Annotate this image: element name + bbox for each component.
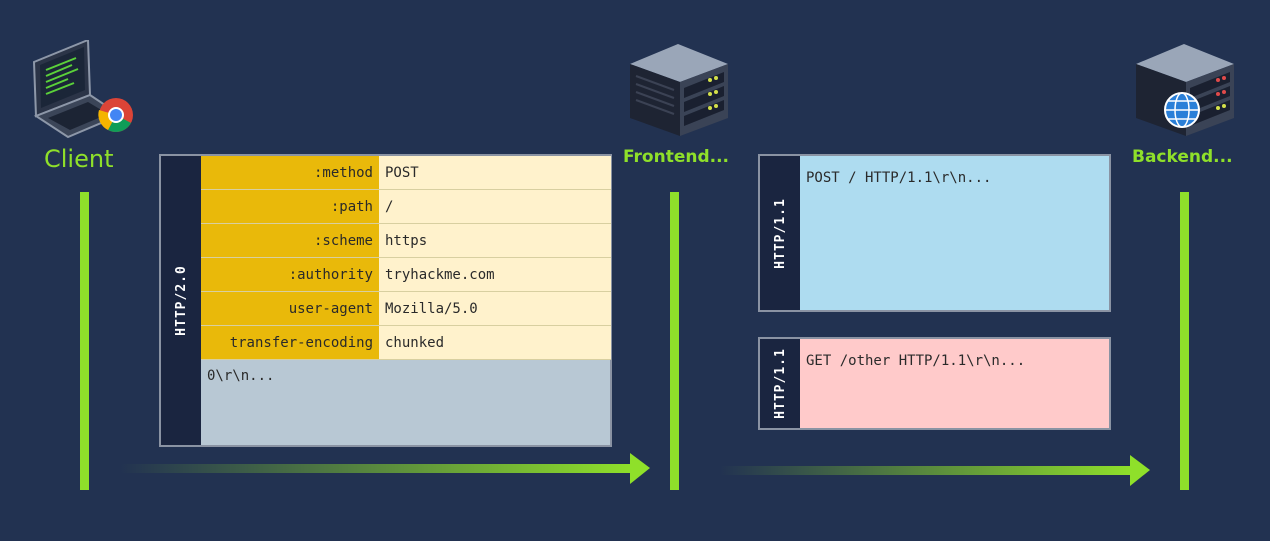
header-key: :path — [201, 189, 379, 224]
laptop-browser-icon — [28, 38, 138, 140]
backend-label: Backend... — [1132, 147, 1233, 167]
client-to-frontend-arrow — [120, 453, 650, 484]
http11-protocol-label-2: HTTP/1.1 — [772, 348, 788, 419]
header-key: :scheme — [201, 223, 379, 258]
http11-protocol-tab-1: HTTP/1.1 — [760, 156, 800, 310]
header-key: :method — [201, 156, 379, 190]
http2-body-text: 0\r\n... — [207, 368, 275, 384]
header-value: / — [379, 189, 611, 224]
frontend-lifeline — [670, 192, 679, 490]
header-row: :path/ — [201, 189, 611, 224]
http11-protocol-label-1: HTTP/1.1 — [772, 197, 788, 269]
frontend-server-icon — [628, 42, 730, 138]
http2-protocol-label: HTTP/2.0 — [173, 265, 189, 336]
backend-lifeline — [1180, 192, 1189, 490]
header-key: :authority — [201, 257, 379, 292]
frontend-label: Frontend... — [623, 147, 729, 167]
http2-protocol-tab: HTTP/2.0 — [161, 156, 201, 445]
backend-server-globe-icon — [1134, 42, 1236, 138]
header-value: tryhackme.com — [379, 257, 611, 292]
header-value: Mozilla/5.0 — [379, 291, 611, 326]
request2-text: GET /other HTTP/1.1\r\n... — [806, 353, 1026, 369]
header-value: POST — [379, 156, 611, 190]
header-value: chunked — [379, 325, 611, 360]
client-label: Client — [44, 145, 114, 173]
header-value: https — [379, 223, 611, 258]
frontend-to-backend-arrow — [720, 455, 1150, 486]
header-key: transfer-encoding — [201, 325, 379, 360]
request1-text: POST / HTTP/1.1\r\n... — [806, 170, 992, 186]
http11-request-box-2: HTTP/1.1 GET /other HTTP/1.1\r\n... — [758, 337, 1111, 430]
header-key: user-agent — [201, 291, 379, 326]
client-lifeline — [80, 192, 89, 490]
http11-request-box-1: HTTP/1.1 POST / HTTP/1.1\r\n... — [758, 154, 1111, 312]
http11-protocol-tab-2: HTTP/1.1 — [760, 339, 800, 428]
